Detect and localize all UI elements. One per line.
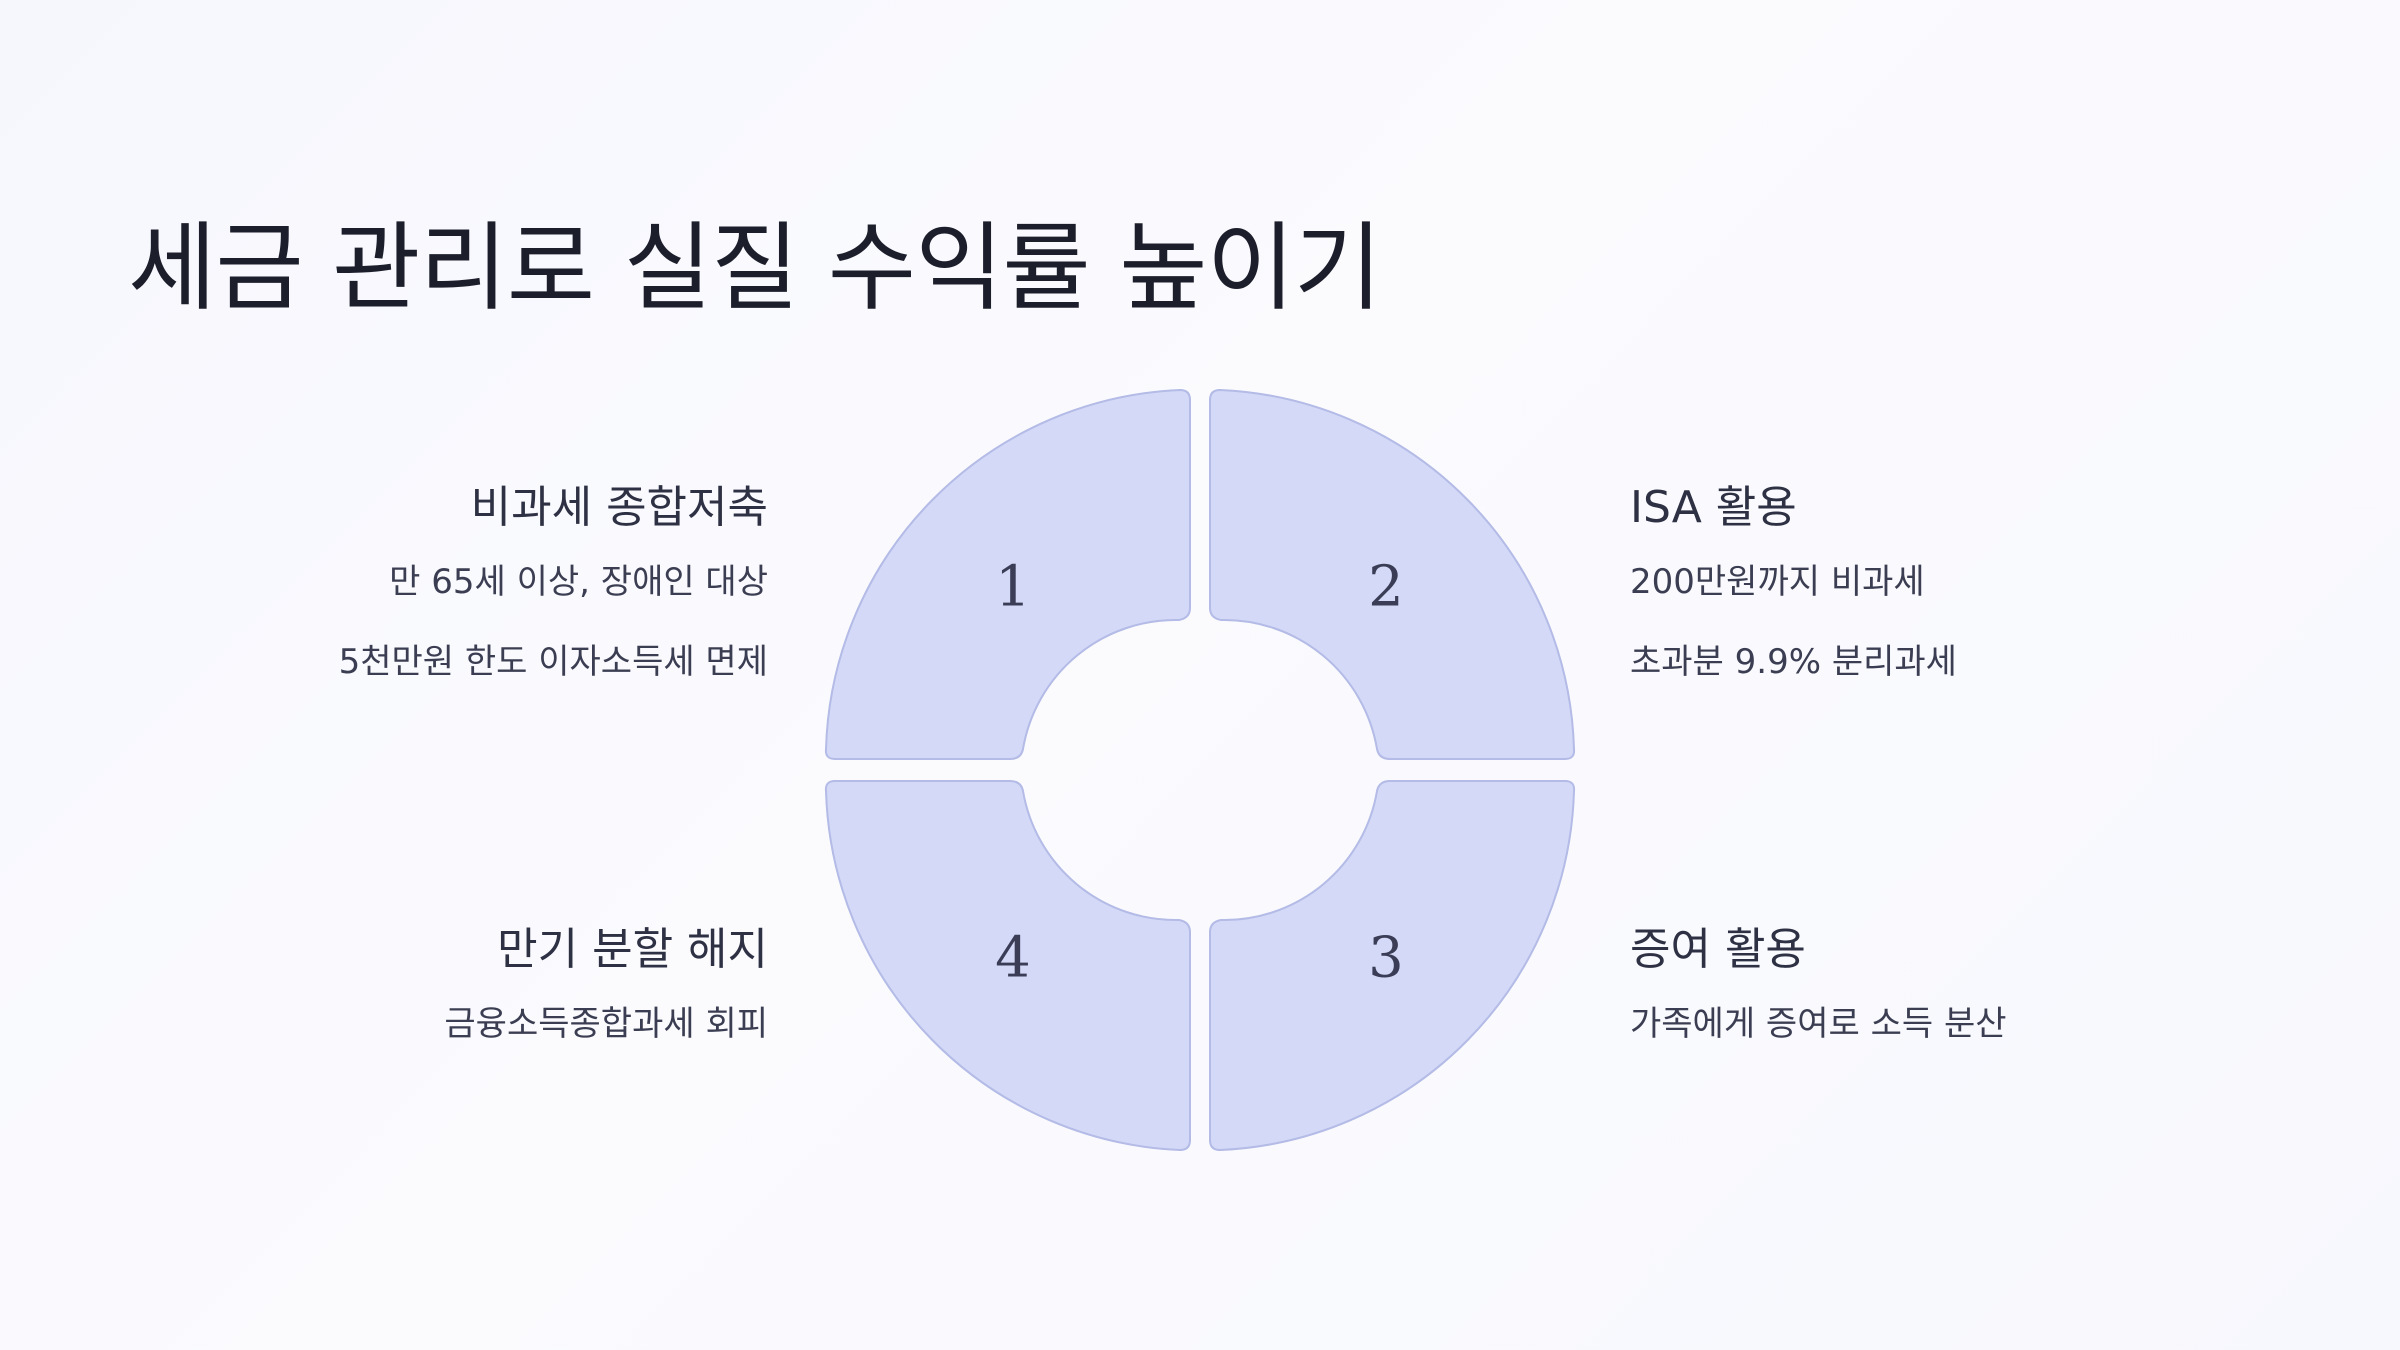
page-title: 세금 관리로 실질 수익률 높이기 xyxy=(128,212,1382,324)
segment-4-line-1: 금융소득종합과세 회피 xyxy=(444,1004,768,1044)
segment-1-number: 1 xyxy=(995,555,1031,620)
segment-2-heading: ISA 활용 xyxy=(1630,482,1797,533)
segment-2-number: 2 xyxy=(1368,555,1404,620)
segment-1-description: 비과세 종합저축 만 65세 이상, 장애인 대상 5천만원 한도 이자소득세 … xyxy=(208,478,768,686)
segment-4-description: 만기 분할 해지 금융소득종합과세 회피 xyxy=(208,920,768,1048)
segment-1 xyxy=(824,388,1191,760)
segment-3-description: 증여 활용 가족에게 증여로 소득 분산 xyxy=(1630,920,2190,1048)
segment-4-number: 4 xyxy=(995,926,1031,991)
segment-4 xyxy=(824,780,1191,1152)
segment-1-heading: 비과세 종합저축 xyxy=(470,482,768,533)
segment-2 xyxy=(1209,388,1576,760)
segment-3-line-1: 가족에게 증여로 소득 분산 xyxy=(1630,1004,2007,1044)
segment-2-description: ISA 활용 200만원까지 비과세 초과분 9.9% 분리과세 xyxy=(1630,478,2190,686)
segment-2-line-2: 초과분 9.9% 분리과세 xyxy=(1630,642,1957,682)
segment-3-number: 3 xyxy=(1368,926,1404,991)
segment-3 xyxy=(1209,780,1576,1152)
cycle-diagram: 1 2 3 4 xyxy=(820,388,1580,1152)
segment-1-line-1: 만 65세 이상, 장애인 대상 xyxy=(389,562,768,602)
segment-3-heading: 증여 활용 xyxy=(1630,924,1806,975)
segment-2-line-1: 200만원까지 비과세 xyxy=(1630,562,1925,602)
segment-1-line-2: 5천만원 한도 이자소득세 면제 xyxy=(338,642,768,682)
segment-4-heading: 만기 분할 해지 xyxy=(497,924,768,975)
